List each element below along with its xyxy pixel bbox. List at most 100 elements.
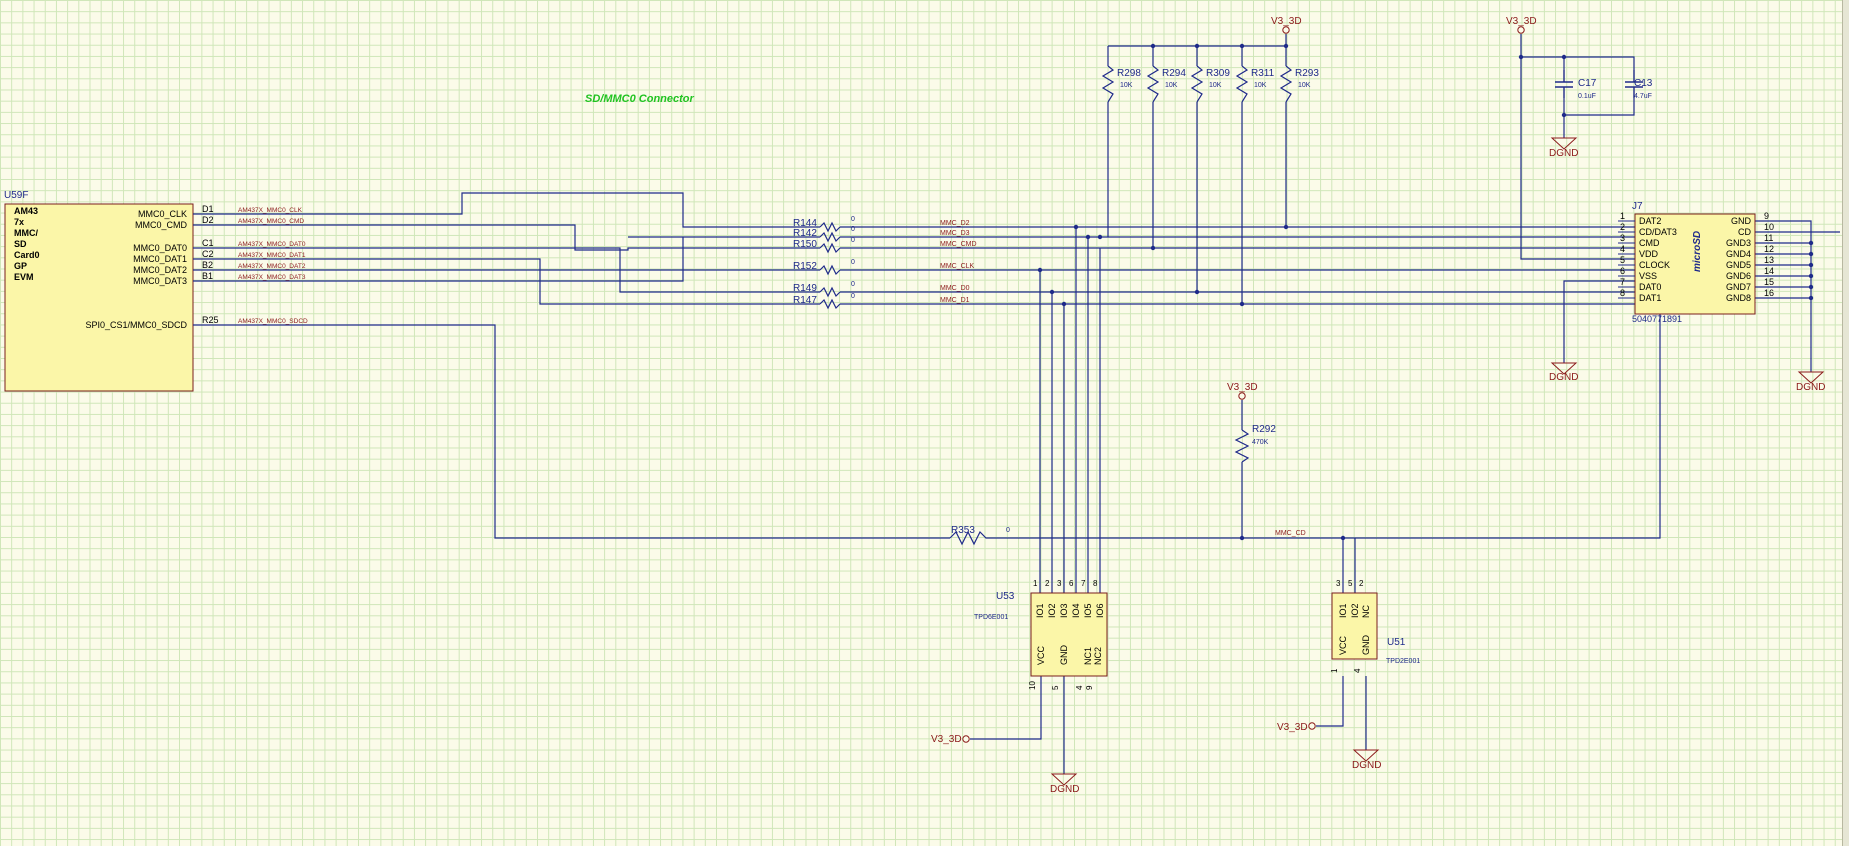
u53-pin-name: IO3 — [1059, 603, 1069, 618]
series-resistor-ref: R150 — [793, 239, 817, 250]
r353-value: 0 — [1006, 527, 1010, 534]
series-resistor-value: 0 — [851, 216, 855, 223]
j7-pin-name: GND7 — [1726, 282, 1751, 292]
v33d-label-5: V3_3D — [1277, 722, 1308, 733]
u53-pin-number: 9 — [1085, 685, 1094, 690]
u59f-pin-name: MMC0_DAT3 — [133, 276, 187, 286]
pullup-value: 10K — [1165, 82, 1178, 89]
ground-triangle — [1797, 371, 1825, 384]
u59f-pin-number: B1 — [202, 271, 213, 281]
u51-pin-name: IO2 — [1350, 603, 1360, 618]
pullup-ref: R293 — [1295, 68, 1319, 79]
ground-triangle — [1550, 137, 1578, 150]
u51-pin-number: 1 — [1330, 668, 1339, 673]
j7-body-text: microSD — [1692, 231, 1703, 272]
u53-pin-number: 10 — [1028, 681, 1037, 690]
r292-value: 470K — [1252, 439, 1269, 446]
capacitors[interactable]: C17 0.1uF C13 4.7uF — [1555, 70, 1653, 100]
u53-pin-number: 7 — [1081, 579, 1086, 588]
j7-pin-name: GND3 — [1726, 238, 1751, 248]
u53-pin-number: 2 — [1045, 579, 1050, 588]
dgnd-label: DGND — [1352, 760, 1381, 771]
j7-pin-name: CD/DAT3 — [1639, 227, 1677, 237]
j7-body — [1634, 213, 1756, 315]
pullup-value: 10K — [1254, 82, 1267, 89]
v33d-label-3: V3_3D — [1227, 382, 1258, 393]
j7-pin-number: 11 — [1764, 233, 1773, 243]
u59f-body — [4, 203, 194, 392]
j7-pin-name: GND5 — [1726, 260, 1751, 270]
cap-c13[interactable] — [1625, 70, 1643, 98]
u53-body — [1030, 592, 1108, 677]
u59f-pin-number: C2 — [202, 249, 214, 259]
u51-pin-name: IO1 — [1338, 603, 1348, 618]
series-net-label: MMC_CMD — [940, 241, 977, 248]
u59f-desc-line: AM43 — [14, 206, 38, 216]
j7-designator: J7 — [1632, 201, 1643, 212]
u51-pin-name: NC — [1361, 605, 1371, 618]
u59f-pin-number: C1 — [202, 238, 214, 248]
u59f-pin-name: MMC0_CLK — [138, 209, 187, 219]
j7-pin-name: GND — [1731, 216, 1752, 226]
u53-pin-number: 3 — [1057, 579, 1062, 588]
dgnd-label: DGND — [1549, 148, 1578, 159]
resistor-zigzag — [1146, 65, 1160, 103]
ground-triangle — [1352, 749, 1380, 762]
u53-pin-number: 5 — [1051, 685, 1060, 690]
j7-pin-number: 3 — [1620, 233, 1625, 243]
series-resistor-value: 0 — [851, 281, 855, 288]
u59f-pin-name: SPI0_CS1/MMC0_SDCD — [85, 320, 187, 330]
resistor-r292[interactable]: R292 470K — [1234, 424, 1276, 463]
u59f-pin-number: R25 — [202, 315, 219, 325]
series-resistor-ref: R144 — [793, 218, 817, 229]
resistor-r353[interactable]: R353 0 — [949, 525, 1010, 546]
j7-pin-number: 12 — [1764, 244, 1774, 254]
u59f-pin-name: MMC0_DAT1 — [133, 254, 187, 264]
j7-pin-number: 2 — [1620, 222, 1625, 232]
junctions — [1037, 43, 1814, 541]
v33d-label-2: V3_3D — [1506, 16, 1537, 27]
u53-component[interactable]: U53 TPD6E001 1IO12IO23IO36IO47IO58IO610V… — [974, 579, 1108, 690]
cap-c17[interactable] — [1555, 70, 1573, 98]
u59f-net-label: AM437X_MMC0_DAT2 — [238, 263, 306, 270]
j7-pin-name: GND8 — [1726, 293, 1751, 303]
resistor-zigzag — [819, 286, 841, 298]
u59f-net-label: AM437X_MMC0_DAT0 — [238, 241, 306, 248]
u53-pin-name: NC2 — [1093, 647, 1103, 665]
series-net-label: MMC_CLK — [940, 263, 975, 270]
u53-pins: 1IO12IO23IO36IO47IO58IO610VCC5GND4NC19NC… — [1028, 579, 1105, 690]
resistor-zigzag — [819, 221, 841, 233]
dgnd-symbol: DGND — [1549, 137, 1578, 159]
u53-pin-name: IO1 — [1035, 603, 1045, 618]
j7-pin-number: 6 — [1620, 266, 1625, 276]
u53-pin-number: 6 — [1069, 579, 1074, 588]
u59f-pin-name: MMC0_DAT2 — [133, 265, 187, 275]
sheet-title: SD/MMC0 Connector — [585, 93, 695, 105]
u59f-desc-line: SD — [14, 239, 27, 249]
j7-pin-number: 7 — [1620, 277, 1625, 287]
u51-pin-name: GND — [1361, 635, 1371, 656]
u51-pin-number: 3 — [1336, 579, 1341, 588]
j7-pin-number: 16 — [1764, 288, 1774, 298]
